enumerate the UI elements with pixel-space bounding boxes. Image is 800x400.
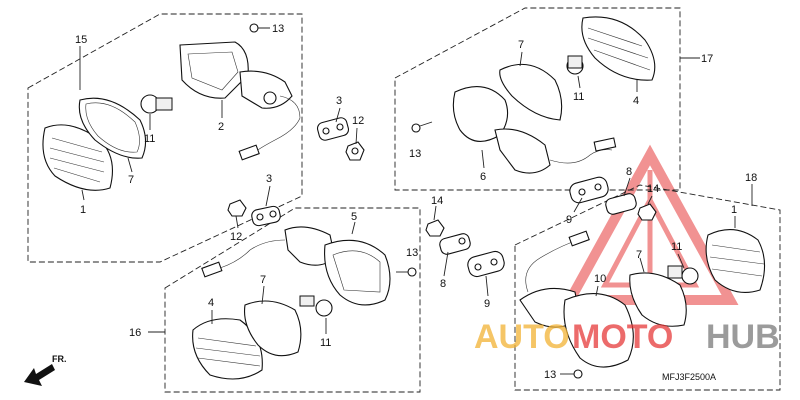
connector-5-icon [201,261,223,278]
housing-5-icon [284,226,391,306]
callout-7-top-left: 7 [128,174,134,186]
connector-6-icon [593,137,617,152]
callout-9-right: 9 [566,214,572,226]
nut-12b-icon [227,199,247,217]
callout-5: 5 [351,211,357,223]
wire-5-icon [219,239,286,269]
leader-lines [79,27,753,334]
screw-13c-icon [396,267,417,277]
callout-labels: 15 13 2 3 12 11 7 1 7 17 11 4 13 6 3 12 … [75,23,757,381]
callout-11-top-right: 11 [573,91,584,103]
lens-4a-icon [581,16,656,81]
rubber-9b-icon [569,176,609,204]
callout-9-middle: 9 [484,298,490,310]
gasket-7c-icon [243,300,302,357]
callout-3-bottom: 3 [266,173,272,185]
screw-13d-icon [560,369,583,379]
drawing-code: MFJ3F2500A [662,372,716,382]
rubber-9a-icon [467,250,505,278]
watermark-text-moto: MOTO [572,318,673,356]
wire-2-icon [254,95,301,153]
callout-8-right: 8 [626,166,632,178]
callout-11-bottom-left: 11 [320,337,331,349]
lens-1-icon [42,124,113,191]
callout-12-bottom: 12 [230,231,242,243]
connector-10-icon [568,230,590,247]
callout-11-right: 11 [671,241,682,253]
group-frame-18 [514,184,781,391]
callout-11-top-left: 11 [144,133,155,145]
rubber-3a-icon [316,117,350,141]
callout-13-bottom-left: 13 [406,247,418,259]
housing-10-icon [519,287,634,368]
bulb-11d-icon [667,265,699,285]
direction-label: FR. [52,354,67,364]
housing-2-icon [179,41,293,109]
callout-8-middle: 8 [440,278,446,290]
callout-4-bottom-left: 4 [208,297,214,309]
lens-1b-icon [705,229,766,293]
callout-3-top: 3 [336,95,342,107]
watermark-text-auto: AUTO [474,318,570,356]
gasket-7-icon [78,97,147,159]
collar-8a-icon [439,233,471,255]
callout-17: 17 [701,53,713,65]
gasket-7b-icon [499,63,563,121]
callout-18: 18 [745,172,757,184]
nut-12a-icon [345,141,365,161]
lens-4b-icon [192,318,263,380]
wire-10-icon [525,239,579,293]
gasket-7d-icon [629,272,687,327]
callout-2: 2 [218,121,224,133]
screw-13b-icon [411,121,433,133]
bulb-11c-icon [299,295,333,317]
callout-10: 10 [594,273,606,285]
callout-1-top-left: 1 [80,204,86,216]
collar-8b-icon [605,193,637,215]
callout-16: 16 [129,327,141,339]
callout-13-bottom-right: 13 [544,369,556,381]
callout-6: 6 [480,171,486,183]
watermark-text-hub: HUB [706,318,780,356]
wire-6-icon [549,149,613,164]
callout-7-bottom-left: 7 [260,274,266,286]
callout-12-top: 12 [352,115,364,127]
nut-14b-icon [637,203,657,221]
callout-4-top-right: 4 [633,95,639,107]
callout-7-top-right: 7 [518,39,524,51]
bulb-11b-icon [566,55,584,75]
connector-2-icon [238,144,260,161]
callout-15: 15 [75,34,87,46]
callout-14-middle: 14 [431,195,443,207]
nut-14a-icon [425,219,445,237]
callout-13-top-right: 13 [409,148,421,160]
rubber-3b-icon [251,205,281,227]
front-direction-arrow-icon [24,364,55,386]
callout-13-top-left: 13 [272,23,284,35]
group-frame-17 [394,7,681,191]
callout-7-right: 7 [636,249,642,261]
callout-1-right: 1 [731,204,737,216]
bulb-11-icon [140,94,173,114]
watermark-text: AUTO MOTO HUB [474,318,780,356]
housing-6-icon [452,86,551,174]
callout-14-right: 14 [647,183,659,195]
